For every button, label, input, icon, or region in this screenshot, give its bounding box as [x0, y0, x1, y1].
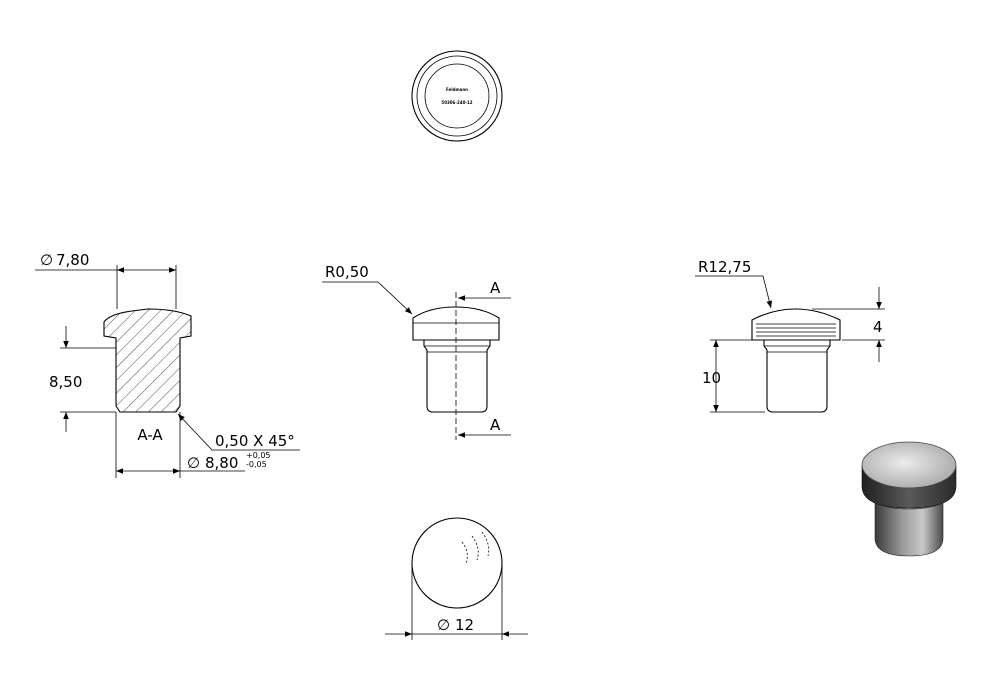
dim-side-radius: R12,75 — [698, 258, 751, 276]
top-view: Feldmann 50306-240-12 — [411, 50, 503, 142]
dim-height: 8,50 — [49, 373, 82, 391]
leader-line-radius — [695, 275, 773, 309]
top-view-outer-circle — [411, 50, 503, 142]
dim-front-radius: R0,50 — [325, 263, 369, 281]
bottom-shade-mark — [471, 535, 479, 561]
tolerance-upper: +0,05 — [246, 451, 271, 460]
dim-shaft-height: 10 — [702, 369, 721, 387]
logo-part-number-text: 50306-240-12 — [441, 100, 472, 105]
tolerance-lower: -0,05 — [246, 460, 267, 469]
front-view: A A R0,50 — [322, 263, 511, 440]
bottom-view: ∅ 12 — [385, 517, 528, 640]
section-label: A-A — [137, 426, 163, 444]
dim-outer-diameter: 7,80 — [56, 251, 89, 269]
front-head — [412, 306, 500, 341]
diameter-symbol: ∅ — [187, 454, 200, 472]
leader-line-chamfer — [177, 413, 300, 451]
iso-shaft — [874, 499, 944, 557]
logo-brand-text: Feldmann — [446, 87, 468, 92]
diameter-symbol: ∅ — [437, 616, 450, 634]
cut-label-bottom: A — [490, 416, 501, 434]
front-shaft — [423, 340, 491, 413]
side-head — [751, 308, 841, 341]
bottom-shade-mark — [461, 541, 468, 565]
side-view: R12,75 4 10 — [695, 258, 885, 413]
dim-bottom-diameter: 12 — [455, 616, 474, 634]
dim-head-height: 4 — [873, 318, 883, 336]
cut-label-top: A — [490, 279, 501, 297]
top-view-middle-circle — [416, 55, 498, 137]
dim-chamfer: 0,50 X 45° — [215, 432, 295, 450]
iso-head-top — [861, 441, 957, 489]
side-shaft — [763, 340, 831, 413]
bottom-shade-mark — [481, 531, 490, 557]
section-hatched-body — [103, 308, 192, 413]
top-view-inner-circle — [424, 63, 490, 129]
dim-shaft-diameter: 8,80 — [205, 454, 238, 472]
diameter-symbol: ∅ — [40, 251, 53, 269]
leader-line-radius — [322, 281, 413, 315]
isometric-3d-view — [861, 441, 957, 557]
bottom-view-circle — [411, 517, 503, 609]
section-view: ∅ 7,80 8,50 A-A ∅ 8,80 +0,05 -0,05 0,50 … — [35, 251, 300, 478]
